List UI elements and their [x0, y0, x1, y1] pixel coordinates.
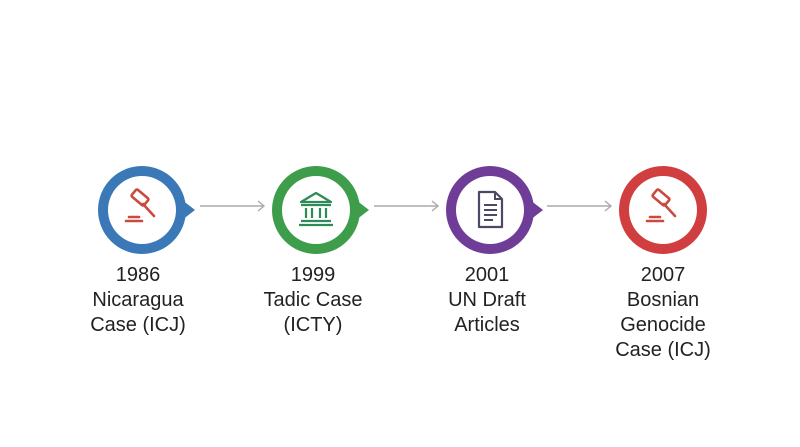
milestone-label-line: Tadic Case: [263, 289, 363, 311]
badge-center: [108, 176, 176, 244]
milestone-4-caption: 2007 Bosnian Genocide Case (ICJ): [583, 263, 743, 363]
document-icon: [477, 190, 504, 229]
milestone-1-caption: 1986 Nicaragua Case (ICJ): [58, 263, 218, 338]
milestone-3-badge: [442, 162, 543, 258]
milestone-4-badge: [615, 162, 711, 258]
gavel-icon: [645, 188, 677, 223]
courthouse-icon: [299, 191, 333, 227]
milestone-label-line: UN Draft: [448, 289, 526, 311]
milestone-year: 1999: [290, 264, 336, 286]
badge-center: [282, 176, 350, 244]
milestone-label-line: (ICTY): [283, 314, 343, 336]
milestone-label-line: Articles: [454, 314, 520, 336]
milestone-3-caption: 2001 UN Draft Articles: [407, 263, 567, 338]
milestone-label-line: Case (ICJ): [90, 314, 186, 336]
milestone-label-line: Case (ICJ): [615, 339, 711, 361]
milestone-label-line: Bosnian: [626, 289, 700, 311]
milestone-label-line: Genocide: [620, 314, 706, 336]
connector-arrow: [374, 200, 440, 212]
milestone-1-badge: [94, 162, 195, 258]
gavel-icon: [124, 188, 156, 223]
milestone-year: 1986: [115, 264, 161, 286]
badge-center: [629, 176, 697, 244]
milestone-year: 2001: [464, 264, 510, 286]
milestone-label-line: Nicaragua: [92, 289, 184, 311]
milestone-2-badge: [268, 162, 369, 258]
milestone-year: 2007: [640, 264, 686, 286]
connector-arrow: [547, 200, 613, 212]
connector-arrow: [200, 200, 266, 212]
milestone-2-caption: 1999 Tadic Case (ICTY): [233, 263, 393, 338]
